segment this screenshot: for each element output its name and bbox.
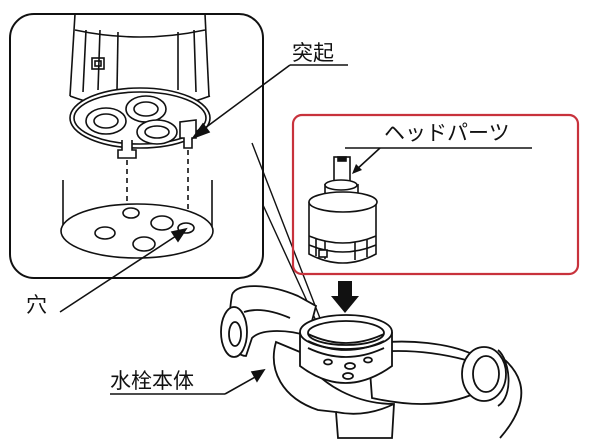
zoom-inset	[9, 13, 348, 313]
label-hole: 穴	[26, 293, 47, 317]
arrow-down-icon	[331, 281, 359, 313]
label-protrusion: 突起	[292, 41, 334, 65]
label-head-part: ヘッドパーツ	[384, 121, 510, 145]
alignment-guides	[126, 150, 189, 222]
cartridge-illustration	[308, 156, 378, 264]
cartridge-underside	[69, 14, 211, 159]
label-faucet-body: 水栓本体	[110, 369, 194, 393]
callout-leaders	[59, 64, 348, 313]
faucet-body-illustration	[220, 285, 523, 439]
faucet-body-callout	[110, 368, 266, 395]
valve-seat	[60, 180, 214, 259]
head-part-highlight	[291, 113, 580, 276]
